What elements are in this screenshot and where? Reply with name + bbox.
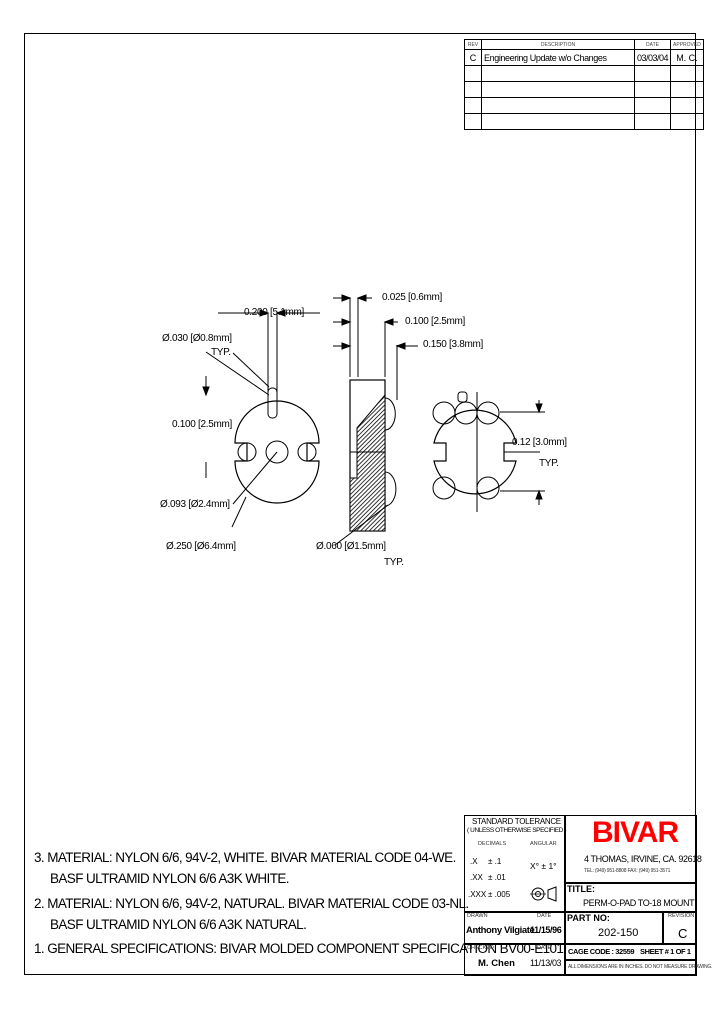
description-cell: Engineering Update w/o Changes	[481, 49, 635, 66]
date-cell: 03/03/04	[633, 49, 672, 66]
company-phone: TEL: (949) 951-8808 FAX: (949) 951-3571	[584, 868, 671, 874]
approved-cell: M. C.	[670, 49, 704, 66]
checked-by: M. Chen	[478, 958, 515, 969]
title-label: TITLE:	[567, 884, 595, 894]
note-2-cont: BASF ULTRAMID NYLON 6/6 A3K NATURAL.	[50, 917, 307, 932]
tolerance-box	[464, 815, 565, 912]
revision-row: C Engineering Update w/o Changes 03/03/0…	[464, 49, 704, 66]
revision-label: REVISION	[668, 913, 695, 919]
note-3: 3. MATERIAL: NYLON 6/6, 94V-2, WHITE. BI…	[34, 850, 456, 865]
dim-0-12: 0.12 [3.0mm]	[512, 437, 567, 448]
date-header: DATE	[633, 39, 672, 50]
revision-row	[464, 81, 704, 98]
drawing-border	[24, 33, 696, 975]
dim-0-100-top: 0.100 [2.5mm]	[405, 316, 466, 327]
company-box	[565, 815, 697, 883]
angular-label: ANGULAR	[530, 841, 557, 847]
checked-date-label: DATE	[537, 945, 552, 951]
dim-dia-250: Ø.250 [Ø6.4mm]	[166, 541, 236, 552]
dim-0-200: 0.200 [5.1mm]	[244, 307, 305, 318]
tol-xx-value: ± .01	[488, 873, 506, 882]
revision-header-row: REV DESCRIPTION DATE APPROVED	[464, 39, 704, 50]
drawn-by: Anthony Vilgiate	[466, 925, 535, 936]
footer-note: ALL DIMENSIONS ARE IN INCHES. DO NOT MEA…	[568, 964, 713, 970]
tol-x-value: ± .1	[488, 857, 502, 866]
sheet-number: SHEET # 1 OF 1	[640, 947, 691, 956]
footer-note-box	[565, 960, 697, 976]
bivar-logo: BIVAR	[592, 816, 679, 849]
dim-dia-060: Ø.060 [Ø1.5mm]	[316, 541, 386, 552]
revision-row	[464, 113, 704, 130]
tolerance-title: STANDARD TOLERANCE	[472, 817, 561, 826]
drawn-date-label: DATE	[537, 913, 552, 919]
drawn-label: DRAWN	[467, 913, 488, 919]
dim-0-150: 0.150 [3.8mm]	[423, 339, 484, 350]
tol-xxx-value: ± .005	[488, 890, 511, 899]
company-address: 4 THOMAS, IRVINE, CA. 92618	[584, 854, 702, 864]
title-box	[565, 883, 697, 912]
note-1: 1. GENERAL SPECIFICATIONS: BIVAR MOLDED …	[34, 941, 567, 956]
tol-xx: .XX	[470, 873, 483, 882]
part-number: 202-150	[598, 927, 639, 939]
part-no-box	[565, 912, 663, 944]
tolerance-subtitle: ( UNLESS OTHERWISE SPECIFIED )	[467, 827, 567, 834]
typ-label: TYP.	[211, 347, 231, 358]
rev-cell: C	[464, 49, 482, 66]
revision-box	[663, 912, 697, 944]
part-no-label: PART NO:	[567, 913, 610, 923]
angular-value: X° ± 1°	[530, 861, 557, 871]
cage-sheet-box	[565, 944, 697, 960]
drawing-title: PERM-O-PAD TO-18 MOUNT	[583, 898, 695, 908]
checked-label: CHECKED	[467, 945, 494, 951]
description-header: DESCRIPTION	[481, 39, 635, 50]
tol-x: .X	[470, 857, 478, 866]
approved-header: APPROVED	[670, 39, 704, 50]
rev-header: REV	[464, 39, 482, 50]
revision-row	[464, 97, 704, 114]
revision-value: C	[678, 926, 688, 941]
note-2: 2. MATERIAL: NYLON 6/6, 94V-2, NATURAL. …	[34, 896, 469, 911]
dim-dia-030: Ø.030 [Ø0.8mm]	[162, 333, 232, 344]
dim-0-025: 0.025 [0.6mm]	[382, 292, 443, 303]
revision-row	[464, 65, 704, 82]
checked-box	[464, 944, 565, 976]
decimals-label: DECIMALS	[478, 841, 507, 847]
dim-dia-093: Ø.093 [Ø2.4mm]	[160, 499, 230, 510]
drawn-date: 11/15/96	[530, 925, 562, 935]
note-3-cont: BASF ULTRAMID NYLON 6/6 A3K WHITE.	[50, 871, 290, 886]
tol-xxx: .XXX	[468, 890, 487, 899]
revision-table: REV DESCRIPTION DATE APPROVED C Engineer…	[464, 39, 704, 130]
drawn-box	[464, 912, 565, 944]
cage-code: CAGE CODE : 32559	[568, 947, 635, 956]
third-angle-projection-icon	[530, 886, 557, 902]
checked-date: 11/13/03	[530, 958, 562, 968]
dim-0-100-left: 0.100 [2.5mm]	[172, 419, 233, 430]
typ-label: TYP.	[539, 458, 559, 469]
typ-label: TYP.	[384, 557, 404, 568]
